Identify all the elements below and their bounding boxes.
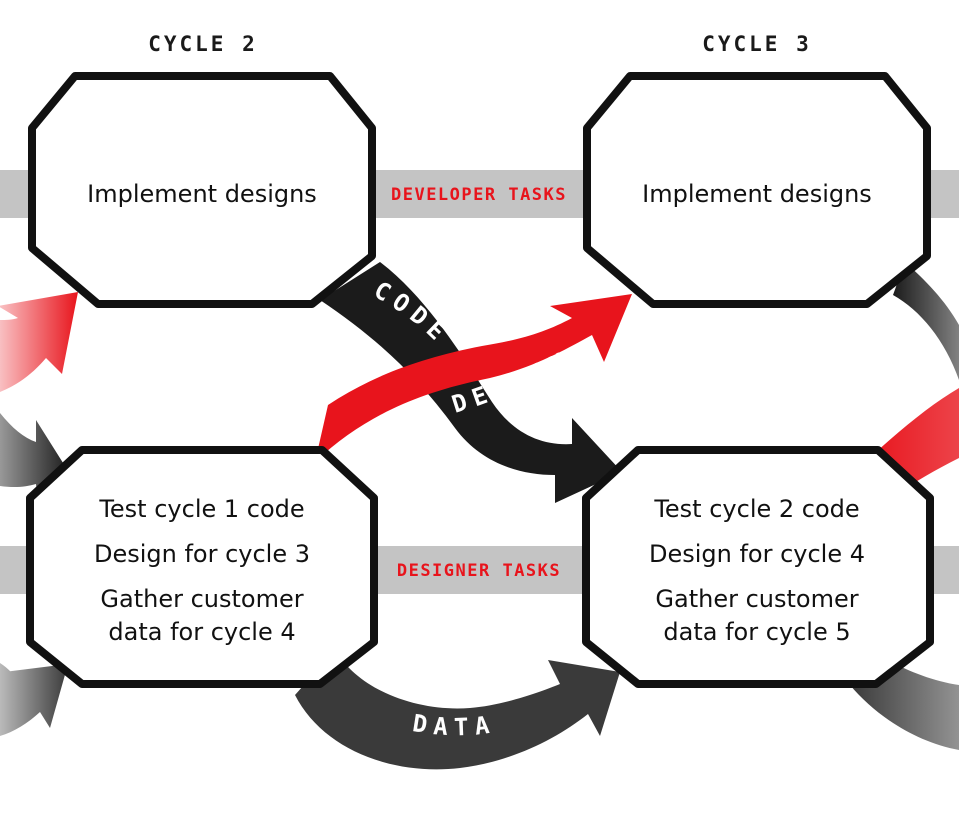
cycle3-dev-box-text: Implement designs <box>642 180 872 208</box>
outgoing-code-arrow <box>893 262 959 380</box>
cycle2-design-line-2: Design for cycle 3 <box>94 540 310 568</box>
designer-tasks-label: DESIGNER TASKS <box>397 561 561 581</box>
design-arrow <box>315 294 632 462</box>
cycle3-design-line-4: data for cycle 5 <box>663 618 850 646</box>
cycle2-design-line-1: Test cycle 1 code <box>98 495 304 523</box>
cycle2-dev-box-text: Implement designs <box>87 180 317 208</box>
cycle2-design-box <box>26 446 378 688</box>
cycle2-design-line-3: Gather customer <box>100 585 303 613</box>
cycle2-design-line-4: data for cycle 4 <box>108 618 295 646</box>
data-arrow-label-text: DATA <box>411 709 491 741</box>
incoming-design-arrow <box>0 292 78 392</box>
cycle3-design-box <box>582 446 934 688</box>
data-arrow <box>295 650 620 770</box>
cycle2-title: CYCLE 2 <box>148 32 258 56</box>
cycle3-dev-box <box>583 72 931 308</box>
data-arrow-label: DATA <box>411 709 498 741</box>
cycle3-design-line-1: Test cycle 2 code <box>653 495 859 523</box>
cycle2-dev-box <box>28 72 376 308</box>
incoming-data-arrow <box>0 663 68 736</box>
cycle3-title: CYCLE 3 <box>702 32 812 56</box>
cycle3-design-line-2: Design for cycle 4 <box>649 540 865 568</box>
developer-tasks-label: DEVELOPER TASKS <box>391 185 567 205</box>
cycle3-design-line-3: Gather customer <box>655 585 858 613</box>
code-arrow <box>320 262 622 503</box>
